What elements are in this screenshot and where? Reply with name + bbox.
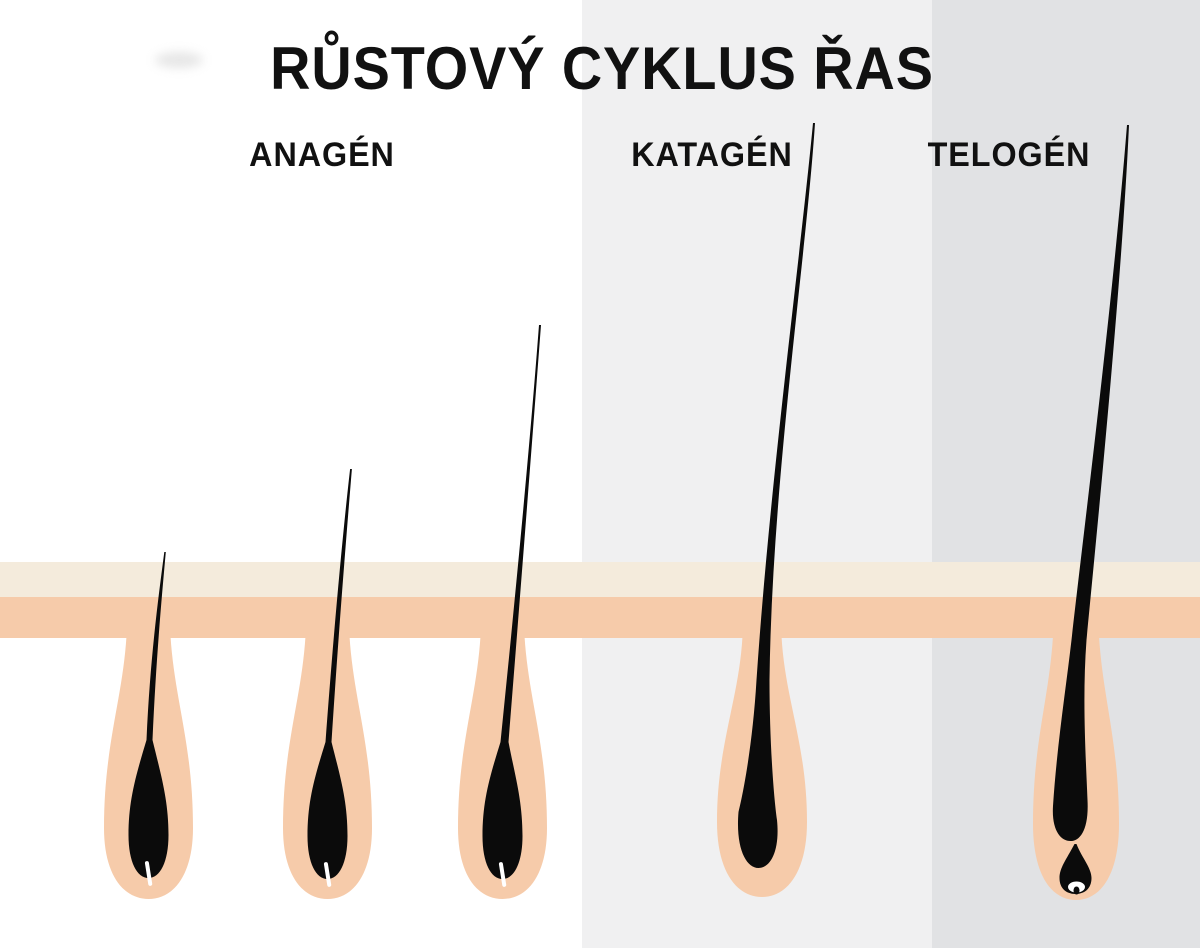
bulb-highlight-icon <box>498 862 507 887</box>
page-title: RŮSTOVÝ CYKLUS ŘAS <box>270 35 934 102</box>
phase-label-anagen: ANAGÉN <box>249 136 395 174</box>
hair-shaft-and-bulb-icon <box>128 552 169 878</box>
phase-label-katagen: KATAGÉN <box>631 136 793 174</box>
shadow-smudge <box>155 52 203 68</box>
follicle-anagen-2 <box>283 469 372 899</box>
follicle-telogen <box>1033 125 1129 900</box>
hair-shaft-and-bulb-icon <box>737 123 815 868</box>
skin-epidermis-band <box>0 562 1200 597</box>
phase-label-telogen: TELOGÉN <box>927 136 1091 174</box>
dermal-papilla-icon <box>1059 844 1092 894</box>
bulb-highlight-icon <box>323 862 332 887</box>
bulb-highlight-icon <box>144 861 153 886</box>
follicle-katagen <box>717 123 815 897</box>
club-hair-shaft-icon <box>1052 125 1129 841</box>
follicle-anagen-3 <box>458 325 547 899</box>
papilla-highlight-notch-icon <box>1073 886 1080 895</box>
hair-shaft-and-bulb-icon <box>482 325 541 879</box>
skin-dermis-band <box>0 597 1200 638</box>
follicle-anagen-1 <box>104 552 193 899</box>
hair-shaft-and-bulb-icon <box>307 469 352 879</box>
